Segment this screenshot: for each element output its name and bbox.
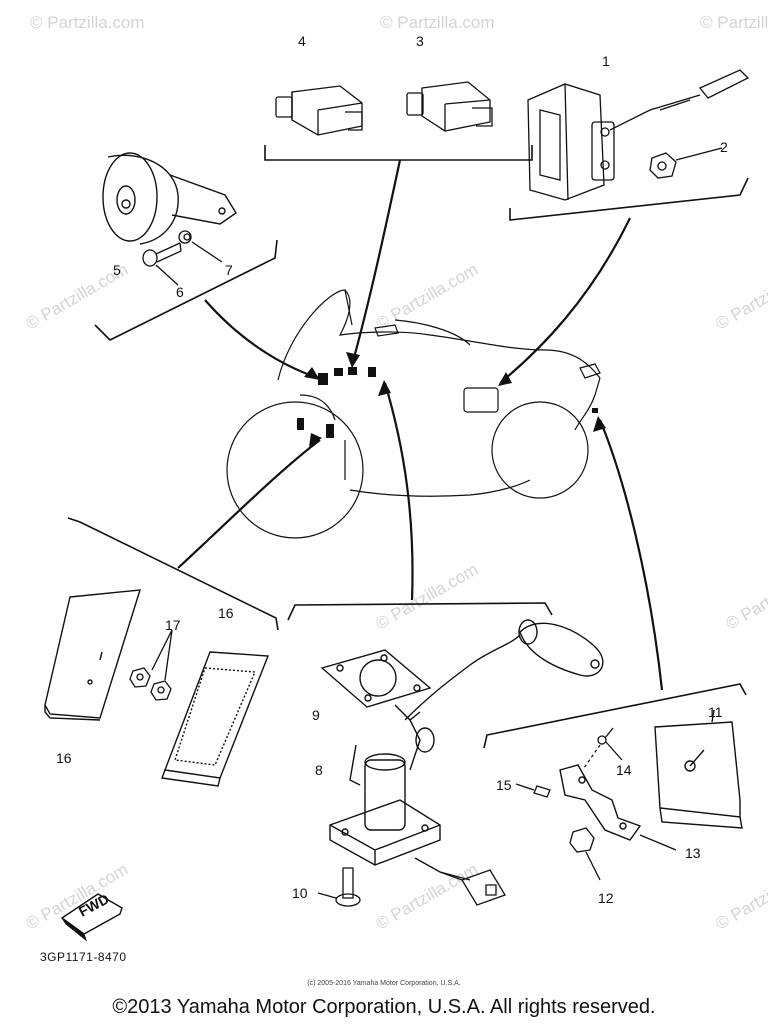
fuel-sender-8 [330, 635, 520, 880]
callout-9: 9 [312, 707, 320, 723]
nut-2 [650, 148, 722, 178]
watermark: © Partzilla.com [380, 13, 495, 32]
nut-12 [570, 828, 600, 880]
bolt-10 [318, 868, 360, 906]
gasket-9 [322, 650, 430, 707]
callout-numbers: 1 2 3 4 5 6 7 8 9 10 11 12 13 14 15 16 1… [56, 33, 728, 906]
fwd-arrow-icon: FWD [60, 891, 123, 942]
watermark: © Partzilla.com [713, 860, 768, 934]
part-code: 3GP1171-8470 [40, 950, 127, 964]
watermark-layer: © Partzilla.com © Partzilla.com © Partzi… [23, 13, 768, 933]
callout-15: 15 [496, 777, 512, 793]
screw-15 [516, 784, 550, 797]
watermark: © Partzilla.com [30, 13, 145, 32]
relay-4 [276, 86, 362, 135]
screw-14 [584, 728, 622, 768]
watermark: © Partzilla.com [723, 560, 768, 634]
watermark: © Partzilla.com [373, 260, 482, 334]
watermark: © Partzilla.com [700, 13, 768, 32]
float [519, 620, 603, 676]
callout-16: 16 [56, 750, 72, 766]
relay-3 [407, 82, 492, 131]
motorcycle-outline [227, 290, 600, 538]
small-copyright: (c) 2005-2016 Yamaha Motor Corporation, … [307, 980, 461, 987]
reflector-16 [45, 590, 140, 720]
horn-5 [103, 153, 236, 244]
callout-7: 7 [225, 262, 233, 278]
callout-10: 10 [292, 885, 308, 901]
callout-11: 11 [708, 704, 723, 720]
callout-14: 14 [616, 762, 632, 778]
reflector-16 [162, 652, 268, 786]
callout-4: 4 [298, 33, 306, 49]
callout-16: 16 [218, 605, 234, 621]
washer-7 [179, 231, 222, 262]
watermark: © Partzilla.com [373, 860, 482, 934]
callout-6: 6 [176, 284, 184, 300]
section-brackets [67, 145, 749, 749]
callout-17: 17 [165, 617, 181, 633]
callout-13: 13 [685, 845, 701, 861]
relay-1 [528, 70, 748, 200]
connector-markers [297, 367, 598, 438]
callout-1: 1 [602, 53, 610, 69]
bolt-6 [143, 243, 181, 285]
arrow-heads [304, 352, 606, 447]
nut-17 [130, 630, 172, 700]
callout-12: 12 [598, 890, 614, 906]
callout-8: 8 [315, 762, 323, 778]
leader-lines [177, 159, 664, 691]
reflector-11 [655, 710, 742, 828]
callout-2: 2 [720, 139, 728, 155]
watermark: © Partzilla.com [713, 260, 768, 334]
bracket-13 [560, 765, 676, 850]
sender-connector [440, 870, 505, 905]
main-copyright: ©2013 Yamaha Motor Corporation, U.S.A. A… [112, 996, 656, 1018]
callout-5: 5 [113, 262, 121, 278]
callout-3: 3 [416, 33, 424, 49]
watermark: © Partzilla.com [373, 560, 482, 634]
